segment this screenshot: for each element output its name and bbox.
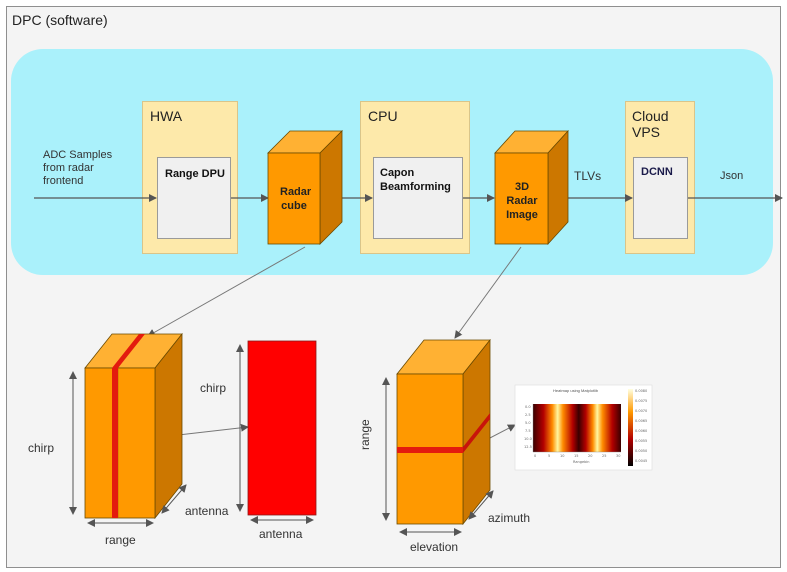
- svg-text:0.0080: 0.0080: [635, 389, 647, 393]
- radar-cube-label: Radar cube: [280, 186, 312, 212]
- svg-text:0.0070: 0.0070: [635, 409, 647, 413]
- heatmap-thumbnail: 0 5 10 15 20 25 30 0.0 2.5 5.0 7.5 10.0 12.5 0.00…: [514, 384, 653, 471]
- svg-text:0.0050: 0.0050: [635, 449, 647, 453]
- capon-label: Capon Beamforming: [380, 167, 451, 193]
- cube-chirp-slice: [112, 334, 145, 518]
- connector-image-detail: [454, 246, 522, 339]
- antenna-label: antenna: [185, 504, 229, 518]
- image-range-label: range: [358, 419, 372, 450]
- svg-text:7.5: 7.5: [525, 429, 531, 433]
- svg-text:0: 0: [534, 454, 536, 458]
- capon-box: [373, 157, 463, 239]
- range-label: range: [105, 533, 136, 547]
- svg-text:30: 30: [616, 454, 620, 458]
- dcnn-box: [633, 157, 688, 239]
- svg-text:5: 5: [548, 454, 550, 458]
- connector-cube-detail: [147, 246, 306, 337]
- svg-text:15: 15: [574, 454, 578, 458]
- heatmap-title: Heatmap using Matplotlib: [553, 388, 599, 393]
- radar-image-shape: [494, 129, 569, 246]
- slice-chirp-label: chirp: [200, 381, 227, 395]
- adc-input-label: ADC Samples from radar frontend: [43, 149, 113, 187]
- svg-text:12.5: 12.5: [524, 445, 532, 449]
- hwa-title: HWA: [150, 108, 183, 124]
- svg-text:5.0: 5.0: [525, 421, 531, 425]
- tlvs-label: TLVs: [574, 169, 602, 183]
- image-range-slice: [397, 413, 490, 453]
- svg-text:25: 25: [602, 454, 606, 458]
- chirp-label: chirp: [28, 441, 55, 455]
- svg-text:10.0: 10.0: [524, 437, 532, 441]
- range-dpu-box: [157, 157, 231, 239]
- svg-text:2.5: 2.5: [525, 413, 531, 417]
- azimuth-label: azimuth: [488, 511, 531, 525]
- svg-text:0.0045: 0.0045: [635, 459, 647, 463]
- cloud-title: Cloud VPS: [632, 108, 669, 140]
- dcnn-label: DCNN: [641, 166, 673, 178]
- json-label: Json: [720, 170, 744, 182]
- cpu-title: CPU: [368, 108, 398, 124]
- dimension-arrows: [69, 344, 494, 536]
- svg-text:10: 10: [560, 454, 564, 458]
- range-dpu-label: Range DPU: [165, 168, 225, 180]
- chirp-antenna-slice: [247, 340, 317, 516]
- heatmap-colorbar: [628, 389, 633, 466]
- dim-antenna: [161, 484, 187, 514]
- radar-cube-shape: [267, 130, 343, 245]
- svg-text:20: 20: [588, 454, 592, 458]
- cube-detail-shape: [84, 332, 183, 520]
- slice-antenna-label: antenna: [259, 527, 303, 541]
- radar-image-label: 3D Radar Image: [506, 181, 538, 221]
- svg-text:0.0: 0.0: [525, 405, 531, 409]
- svg-text:0.0065: 0.0065: [635, 419, 647, 423]
- heatmap-image: [533, 404, 621, 452]
- dim-azimuth: [468, 490, 494, 520]
- elevation-label: elevation: [410, 540, 459, 554]
- svg-text:Rangebin: Rangebin: [573, 460, 590, 464]
- svg-text:0.0075: 0.0075: [635, 399, 647, 403]
- svg-text:0.0055: 0.0055: [635, 439, 647, 443]
- svg-text:0.0060: 0.0060: [635, 429, 647, 433]
- dpc-title: DPC (software): [12, 12, 108, 28]
